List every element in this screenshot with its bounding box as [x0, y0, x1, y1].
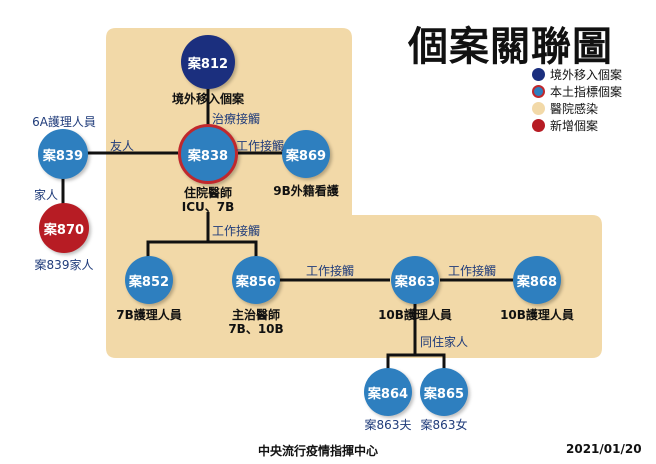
- case-838-label-unit: ICU、7B: [181, 200, 235, 214]
- edge-label-friend: 友人: [110, 139, 135, 153]
- case-852-node: 案852: [125, 256, 173, 304]
- case-865-node: 案865: [420, 368, 468, 416]
- edge-branch-852-856: [146, 240, 258, 262]
- legend: 境外移入個案 本土指標個案 醫院感染 新增個案: [532, 66, 622, 134]
- edge-label-work-856-863: 工作接觸: [306, 264, 355, 278]
- case-864-label: 案863夫: [364, 418, 412, 432]
- case-812-label: 境外移入個案: [171, 92, 244, 106]
- legend-item-hospital: 醫院感染: [532, 100, 622, 117]
- case-812-node: 案812: [181, 35, 235, 89]
- legend-swatch-new: [532, 119, 545, 132]
- page-title: 個案關聯圖: [408, 24, 613, 70]
- case-856-label-unit: 7B、10B: [228, 322, 284, 336]
- legend-swatch-hospital: [532, 102, 545, 115]
- hospital-infection-region: [106, 28, 602, 358]
- legend-swatch-local-index: [532, 85, 545, 98]
- edge-label-work-838-down: 工作接觸: [212, 224, 261, 238]
- legend-label-imported: 境外移入個案: [550, 68, 623, 82]
- legend-label-local-index: 本土指標個案: [550, 85, 623, 99]
- edge-label-treatment: 治療接觸: [212, 112, 261, 126]
- case-856-node: 案856: [232, 256, 280, 304]
- case-869-node: 案869: [282, 130, 330, 178]
- legend-swatch-imported: [532, 68, 545, 81]
- edge-branch-864-865: [386, 353, 446, 375]
- case-870-node: 案870: [39, 203, 89, 253]
- legend-label-new: 新增個案: [550, 119, 599, 133]
- case-838-node: 案838: [178, 124, 238, 184]
- edge-label-work-838-869: 工作接觸: [236, 139, 285, 153]
- legend-item-imported: 境外移入個案: [532, 66, 622, 83]
- case-856-label-role: 主治醫師: [231, 308, 280, 322]
- case-852-label: 7B護理人員: [116, 308, 182, 322]
- footer-agency: 中央流行疫情指揮中心: [258, 444, 379, 458]
- case-839-top-label: 6A護理人員: [32, 115, 96, 129]
- case-868-node: 案868: [513, 256, 561, 304]
- edge-label-family: 家人: [34, 188, 59, 202]
- footer-date: 2021/01/20: [566, 442, 642, 456]
- case-864-node: 案864: [364, 368, 412, 416]
- case-838-label-role: 住院醫師: [183, 186, 232, 200]
- case-869-label: 9B外籍看護: [273, 184, 339, 198]
- case-868-label: 10B護理人員: [500, 308, 574, 322]
- edge-label-work-863-868: 工作接觸: [448, 264, 497, 278]
- case-863-label: 10B護理人員: [378, 308, 452, 322]
- case-863-node: 案863: [391, 256, 439, 304]
- case-870-label: 案839家人: [34, 258, 94, 272]
- case-839-node: 案839: [38, 129, 88, 179]
- legend-item-local-index: 本土指標個案: [532, 83, 622, 100]
- edge-label-cohabit: 同住家人: [420, 335, 469, 349]
- case-865-label: 案863女: [420, 418, 468, 432]
- legend-item-new: 新增個案: [532, 117, 622, 134]
- legend-label-hospital: 醫院感染: [550, 102, 599, 116]
